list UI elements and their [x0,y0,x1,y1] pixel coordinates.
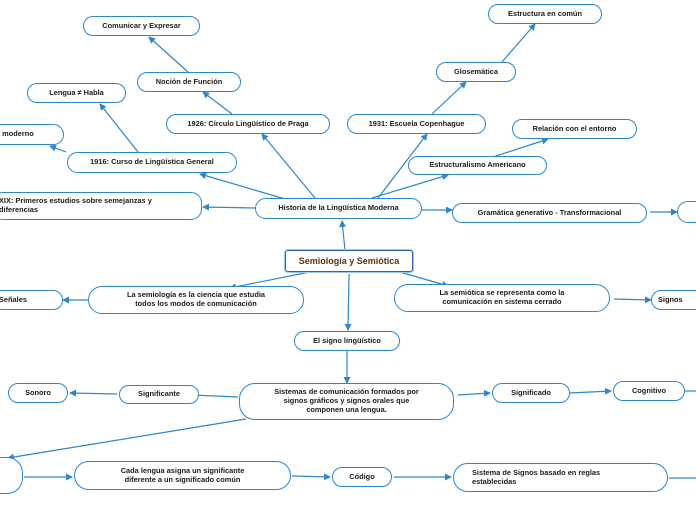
node-senales-label: Señales [0,294,27,304]
node-relacion-entorno[interactable]: Relación con el entorno [512,119,637,139]
node-cada-lengua-label: Cada lengua asigna un significante difer… [120,465,245,484]
node-estructuralismo[interactable]: Estructuralismo Americano [408,156,547,175]
connector [202,91,233,115]
node-codigo[interactable]: Código [332,467,392,487]
node-senales[interactable]: Señales [0,290,63,310]
node-copenhague-1931[interactable]: 1931: Escuela Copenhague [347,114,486,134]
node-estructura-comun[interactable]: Estructura en común [488,4,602,24]
node-significado[interactable]: Significado [492,383,570,403]
node-glosematica-label: Glosemática [454,66,498,76]
connector [99,103,139,153]
node-gramatica[interactable]: Gramática generativo - Transformacional [452,203,647,223]
connector [199,172,286,200]
node-saussure-1916[interactable]: 1916: Curso de Lingüística General [67,152,237,173]
node-semiologia-def-label: La semiología es la ciencia que estudia … [126,290,265,308]
connector [202,203,256,211]
node-mo-moderno-label: mo moderno [0,129,34,139]
connector [371,173,449,199]
node-sistema-signos-label: Sistema de Signos basado en reglas estab… [472,467,601,486]
node-historia-label: Historia de la Lingüística Moderna [278,203,399,213]
node-sonoro-label: Sonoro [25,387,51,397]
node-signos[interactable]: Signos [651,290,696,310]
connector [261,133,316,199]
node-nocion-funcion-label: Noción de Función [155,76,223,86]
node-significante-label: Significante [138,389,180,399]
node-siglo-xix-label: XIX: Primeros estudios sobre semejanzas … [0,196,152,214]
connector [344,273,352,331]
node-signo-linguistico[interactable]: El signo lingüístico [294,331,400,351]
central-topic-label: Semiología y Semiótica [298,255,400,266]
connector [377,133,428,199]
node-gramatica-label: Gramática generativo - Transformacional [477,207,622,217]
node-cognitivo[interactable]: Cognitivo [613,381,685,401]
connector [7,418,247,461]
connector [399,271,449,288]
node-mo-moderno[interactable]: mo moderno [0,124,64,145]
connector [431,81,467,115]
node-semiotica-def-label: La semiótica se representa como la comun… [439,288,565,306]
node-praga-1926[interactable]: 1926: Círculo Lingüístico de Praga [166,114,330,134]
node-significado-label: Significado [511,387,551,397]
node-comunicar[interactable]: Comunicar y Expresar [83,16,200,36]
node-cada-lengua[interactable]: Cada lengua asigna un significante difer… [74,461,291,490]
node-sonoro[interactable]: Sonoro [8,383,68,403]
connector [339,220,347,251]
node-offscreen-right-1[interactable] [677,201,696,223]
node-saussure-1916-label: 1916: Curso de Lingüística General [90,157,214,167]
connector [49,144,67,153]
connector [148,36,189,73]
node-estructuralismo-label: Estructuralismo Americano [429,160,526,170]
node-lengua-habla[interactable]: Lengua ≠ Habla [27,83,126,103]
node-codigo-label: Código [349,471,375,481]
node-sistemas[interactable]: Sistemas de comunicación formados por si… [239,383,454,420]
connector [569,387,612,395]
node-historia[interactable]: Historia de la Lingüística Moderna [255,198,422,219]
node-sistema-signos[interactable]: Sistema de Signos basado en reglas estab… [453,463,668,492]
central-topic[interactable]: Semiología y Semiótica [285,250,413,272]
connector [489,137,549,159]
connector [501,23,536,63]
node-praga-1926-label: 1926: Círculo Lingüístico de Praga [187,118,309,128]
connector [457,389,491,397]
node-relacion-entorno-label: Relación con el entorno [532,123,617,133]
node-nocion-funcion[interactable]: Noción de Función [137,72,241,92]
node-glosematica[interactable]: Glosemática [436,62,516,82]
node-cognitivo-label: Cognitivo [631,385,667,395]
node-semiotica-def[interactable]: La semiótica se representa como la comun… [394,284,610,312]
node-lengua-habla-label: Lengua ≠ Habla [49,87,104,97]
node-signos-label: Signos [658,294,683,304]
node-signo-linguistico-label: El signo lingüístico [313,335,381,345]
node-estructura-comun-label: Estructura en común [508,8,582,18]
node-sistemas-label: Sistemas de comunicación formados por si… [274,387,419,414]
connector [291,473,331,481]
node-copenhague-1931-label: 1931: Escuela Copenhague [368,118,465,128]
node-semiologia-def[interactable]: La semiología es la ciencia que estudia … [88,286,304,314]
connector [229,271,311,291]
connector [613,296,652,304]
connector [69,389,118,397]
node-comunicar-label: Comunicar y Expresar [102,20,181,30]
node-siglo-xix[interactable]: XIX: Primeros estudios sobre semejanzas … [0,192,202,220]
node-significante[interactable]: Significante [119,385,199,404]
